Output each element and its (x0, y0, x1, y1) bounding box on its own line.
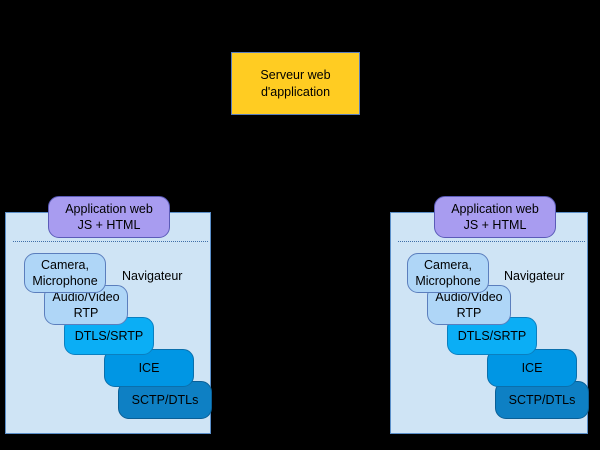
web-application-server-label: Serveur web d'application (260, 67, 331, 99)
stack-box-ice-left: ICE (104, 349, 194, 387)
browser-title-left: Navigateur (122, 269, 183, 283)
stack-box-camera-microphone-left: Camera, Microphone (24, 253, 106, 293)
stack-box-ice-right: ICE (487, 349, 577, 387)
browser-title-right: Navigateur (504, 269, 565, 283)
web-application-server-box: Serveur web d'application (231, 52, 360, 115)
panel-divider-left (13, 241, 208, 242)
stack-box-sctp-dtls-right: SCTP/DTLs (495, 381, 589, 419)
panel-divider-right (398, 241, 585, 242)
web-application-box-right: Application web JS + HTML (434, 196, 556, 238)
browser-panel-left: Navigateur Camera, Microphone Audio/Vide… (5, 212, 212, 434)
browser-panel-right: Navigateur Camera, Microphone Audio/Vide… (390, 212, 589, 434)
web-application-box-left: Application web JS + HTML (48, 196, 170, 238)
stack-box-camera-microphone-right: Camera, Microphone (407, 253, 489, 293)
